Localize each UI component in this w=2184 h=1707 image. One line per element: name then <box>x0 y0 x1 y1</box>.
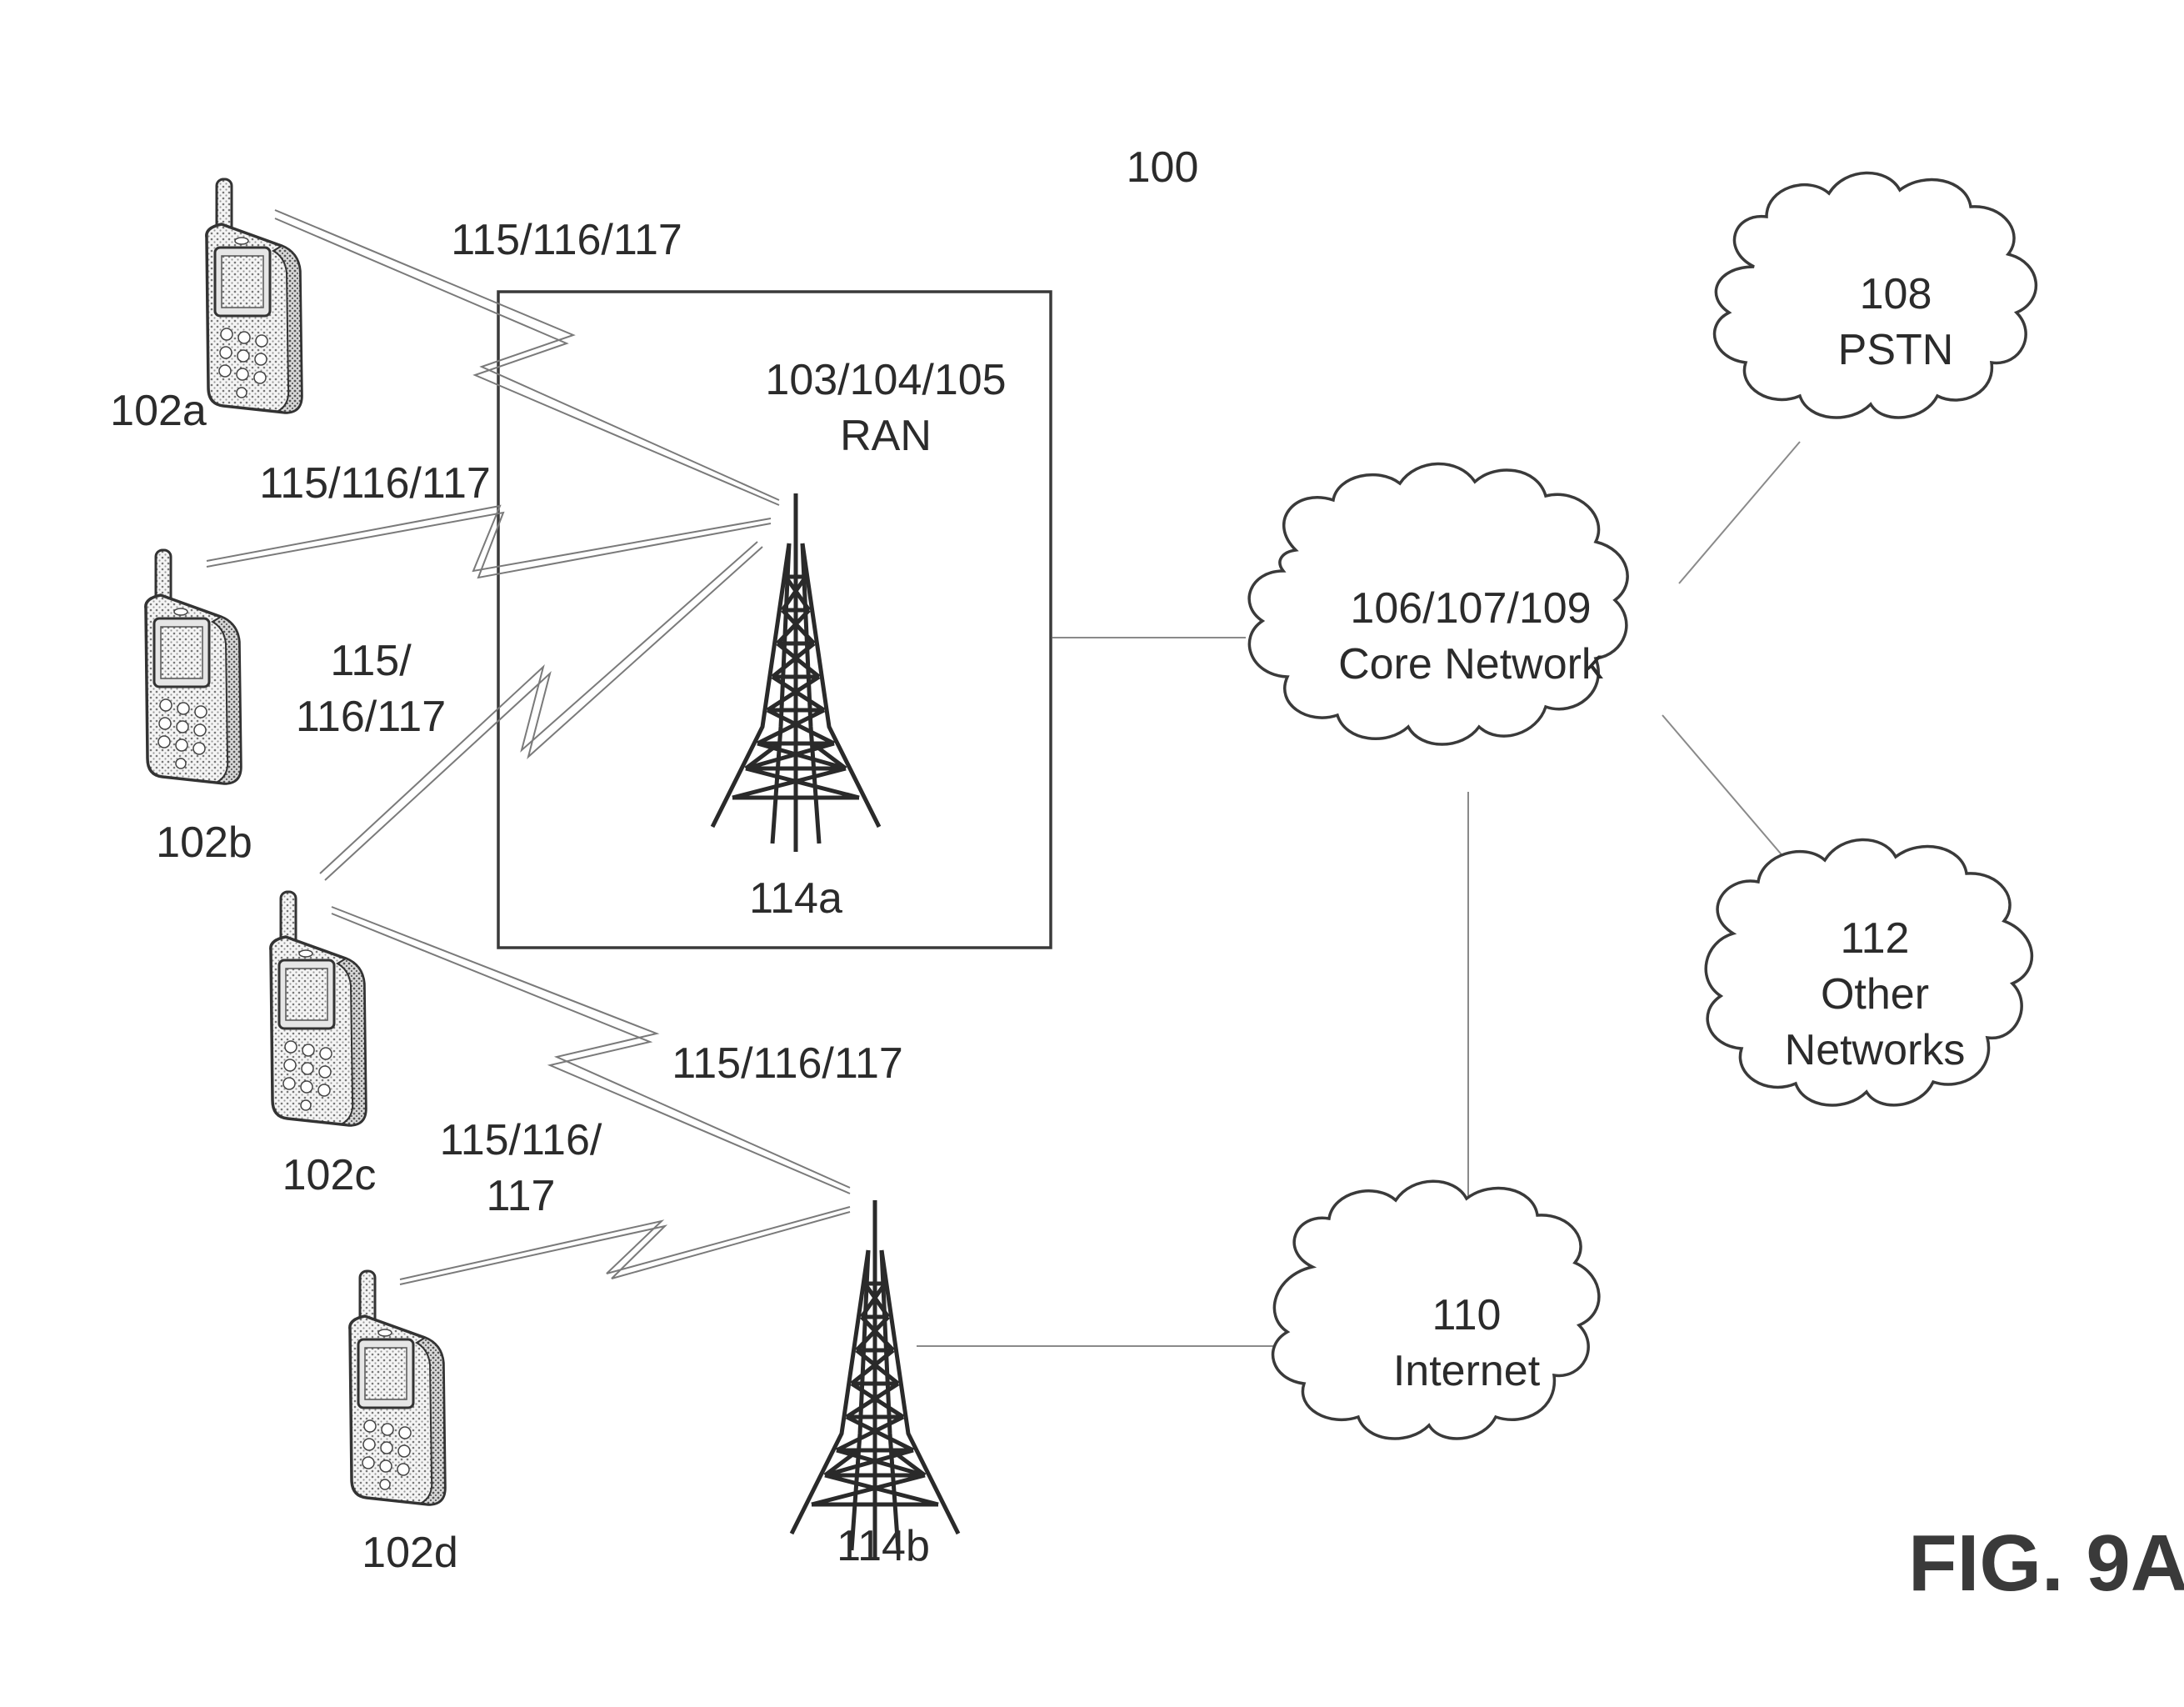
tower-114b-label: 114b <box>837 1522 930 1570</box>
device-102b[interactable] <box>146 550 241 783</box>
internet-name: Internet <box>1393 1347 1541 1395</box>
core-network-cloud[interactable]: 106/107/109 Core Network <box>1249 463 1627 744</box>
device-102c-label: 102c <box>282 1151 377 1199</box>
device-102a-label: 102a <box>110 387 207 435</box>
air-interface-label-c-line2: 116/117 <box>296 693 446 741</box>
device-102d-label: 102d <box>362 1529 458 1577</box>
internet-number: 110 <box>1432 1291 1502 1339</box>
device-102a[interactable] <box>207 179 302 413</box>
device-102c[interactable] <box>271 892 366 1125</box>
internet-cloud[interactable]: 110 Internet <box>1273 1181 1599 1439</box>
air-interface-label-d-line1: 115/116/ <box>440 1116 602 1164</box>
core-network-name: Core Network <box>1338 640 1604 688</box>
figure-caption: FIG. 9A <box>1908 1519 2184 1608</box>
air-interface-label-c2: 115/116/117 <box>672 1039 903 1088</box>
air-interface-label-b: 115/116/117 <box>259 459 491 508</box>
figure-ref-label: 100 <box>1127 143 1199 192</box>
link-core-other <box>1662 715 1785 859</box>
ran-label-number: 103/104/105 <box>765 356 1006 404</box>
ran-label-name: RAN <box>840 412 932 460</box>
air-interface-label-c-line1: 115/ <box>330 637 412 685</box>
pstn-name: PSTN <box>1838 326 1954 374</box>
other-networks-cloud[interactable]: 112 Other Networks <box>1706 839 2032 1105</box>
other-networks-name-line1: Other <box>1821 970 1929 1019</box>
wireless-link-102d <box>400 1207 850 1284</box>
air-interface-label-d-line2: 117 <box>487 1172 556 1220</box>
device-102d[interactable] <box>350 1271 445 1504</box>
device-102b-label: 102b <box>156 818 252 867</box>
pstn-cloud[interactable]: 108 PSTN <box>1715 173 2037 418</box>
wireless-link-102b <box>207 506 771 578</box>
other-networks-number: 112 <box>1841 914 1910 963</box>
pstn-number: 108 <box>1860 270 1932 318</box>
tower-114a-label: 114a <box>749 874 842 923</box>
tower-114a[interactable] <box>712 493 879 852</box>
air-interface-label-a: 115/116/117 <box>451 216 682 264</box>
tower-114b[interactable] <box>792 1200 958 1559</box>
link-core-pstn <box>1679 442 1800 583</box>
other-networks-name-line2: Networks <box>1785 1026 1966 1074</box>
core-network-number: 106/107/109 <box>1350 584 1591 633</box>
